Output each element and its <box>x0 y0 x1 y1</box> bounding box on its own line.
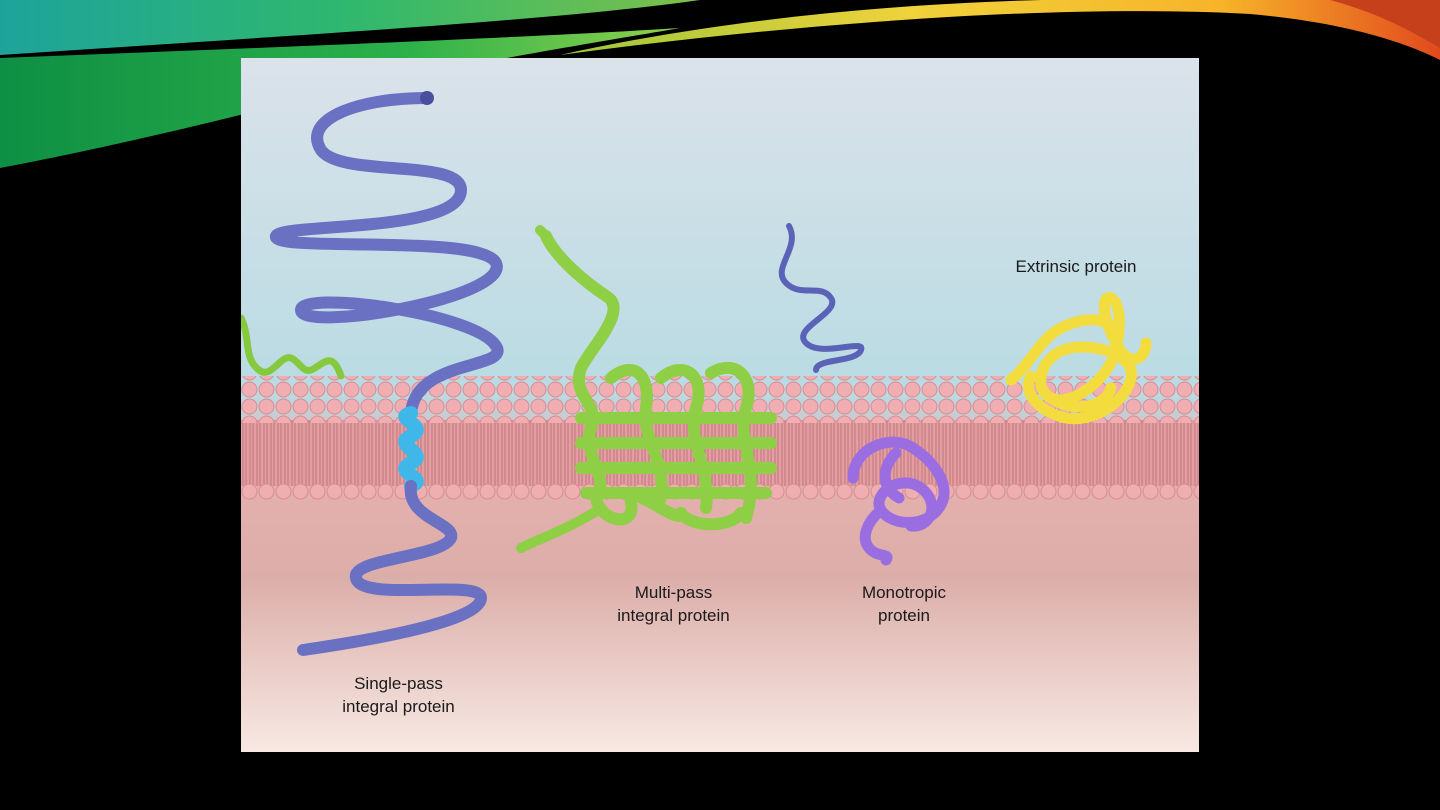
small-blue-helix <box>778 223 865 373</box>
membrane-proteins-figure: Extrinsic protein Multi-pass integral pr… <box>241 58 1199 752</box>
multi-pass-protein-label: Multi-pass integral protein <box>617 583 730 625</box>
membrane-illustration <box>241 58 1199 752</box>
partial-green-protein <box>241 314 345 380</box>
single-pass-protein-label: Single-pass integral protein <box>342 674 455 716</box>
monotropic-protein-label: Monotropic protein <box>861 583 947 625</box>
decorative-swoosh-banner <box>0 0 1440 168</box>
extrinsic-protein-label: Extrinsic protein <box>1015 257 1137 276</box>
extrinsic-protein <box>1005 292 1152 425</box>
single-pass-protein <box>269 91 504 656</box>
monotropic-protein <box>847 436 950 566</box>
multi-pass-protein <box>516 225 777 553</box>
